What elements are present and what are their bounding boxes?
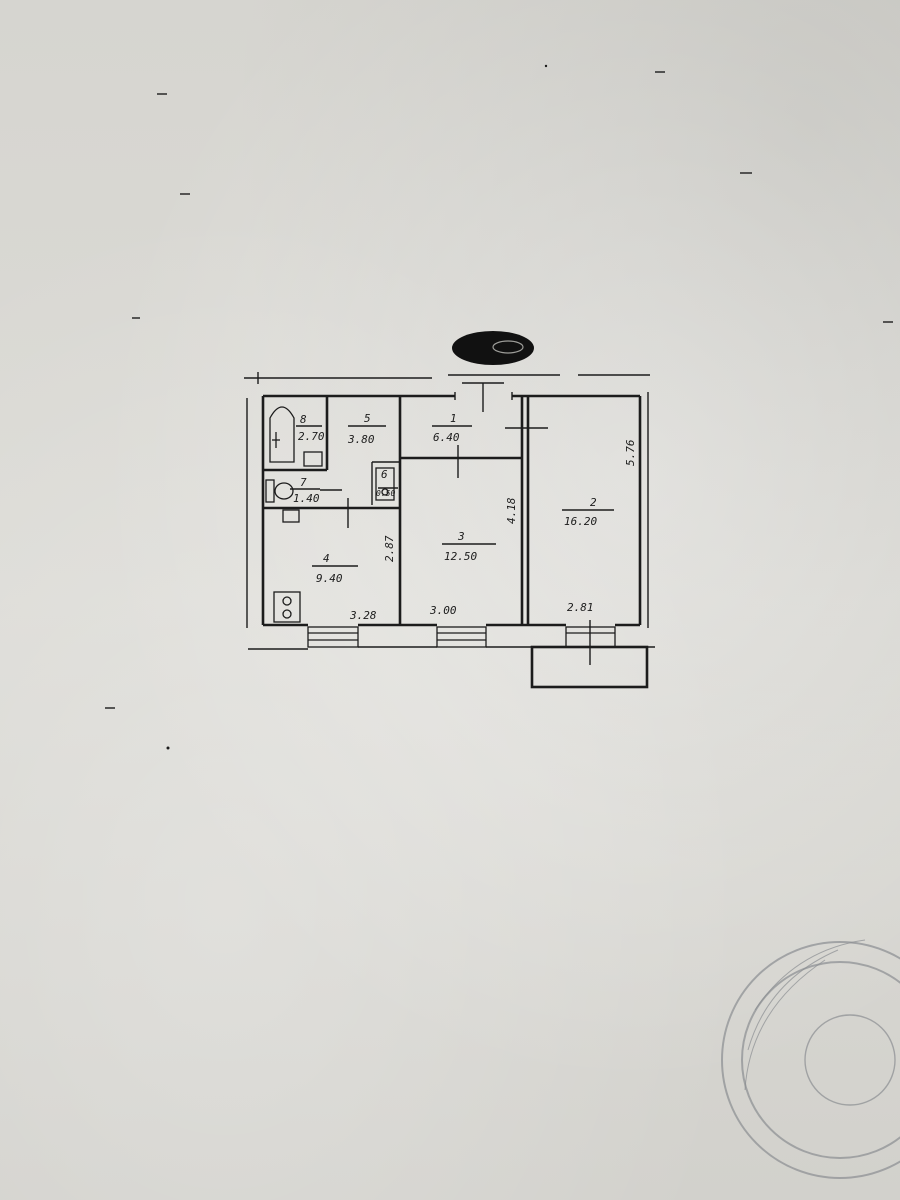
door-marks	[320, 427, 548, 528]
paper-specks	[105, 64, 893, 750]
svg-text:9.40: 9.40	[316, 572, 343, 585]
room-label-3: 3 12.50	[442, 530, 496, 563]
dim-room3-height: 4.18	[505, 497, 518, 524]
window-kitchen	[307, 626, 359, 648]
balcony	[530, 645, 649, 689]
svg-text:6: 6	[381, 468, 388, 481]
svg-text:6.40: 6.40	[433, 431, 460, 444]
svg-text:3: 3	[457, 530, 465, 543]
room-label-6: 6 0.50	[376, 468, 395, 498]
room-label-2: 2 16.20	[562, 496, 614, 528]
svg-text:1: 1	[450, 412, 457, 425]
official-stamp	[721, 939, 900, 1179]
room-label-8: 8 2.70	[296, 413, 325, 443]
svg-text:0.50: 0.50	[376, 489, 395, 498]
top-dimension-line	[244, 372, 650, 384]
dim-room2-height: 5.76	[624, 439, 637, 466]
dim-room4-width: 3.28	[349, 609, 377, 622]
svg-text:2.70: 2.70	[298, 430, 325, 443]
stove-icon	[273, 591, 301, 623]
cabinet-icon	[282, 509, 300, 523]
window-room-3	[436, 626, 487, 648]
bathtub-icon	[269, 406, 295, 463]
svg-text:7: 7	[300, 476, 307, 489]
redaction-blot	[452, 331, 534, 365]
room-label-7: 7 1.40	[290, 476, 320, 505]
balcony-door	[565, 620, 616, 665]
room-label-4: 4 9.40	[312, 552, 358, 585]
svg-text:2: 2	[590, 496, 597, 509]
svg-text:16.20: 16.20	[564, 515, 597, 528]
boiler-icon	[375, 467, 395, 501]
room-label-5: 5 3.80	[347, 412, 386, 446]
svg-text:5: 5	[364, 412, 371, 425]
dim-room4-height: 2.87	[383, 535, 396, 562]
interior-walls	[263, 396, 530, 625]
svg-text:1.40: 1.40	[293, 492, 320, 505]
svg-text:12.50: 12.50	[444, 550, 477, 563]
outer-walls	[261, 392, 649, 628]
svg-text:4: 4	[323, 552, 330, 565]
svg-text:8: 8	[300, 413, 307, 426]
toilet-icon	[265, 479, 294, 503]
dim-room2-width: 2.81	[567, 601, 594, 614]
room-label-1: 1 6.40	[432, 412, 472, 444]
svg-text:3.80: 3.80	[347, 433, 375, 446]
washbasin-icon	[303, 451, 323, 467]
dim-room3-width: 3.00	[429, 604, 457, 617]
entrance-opening	[454, 382, 513, 412]
